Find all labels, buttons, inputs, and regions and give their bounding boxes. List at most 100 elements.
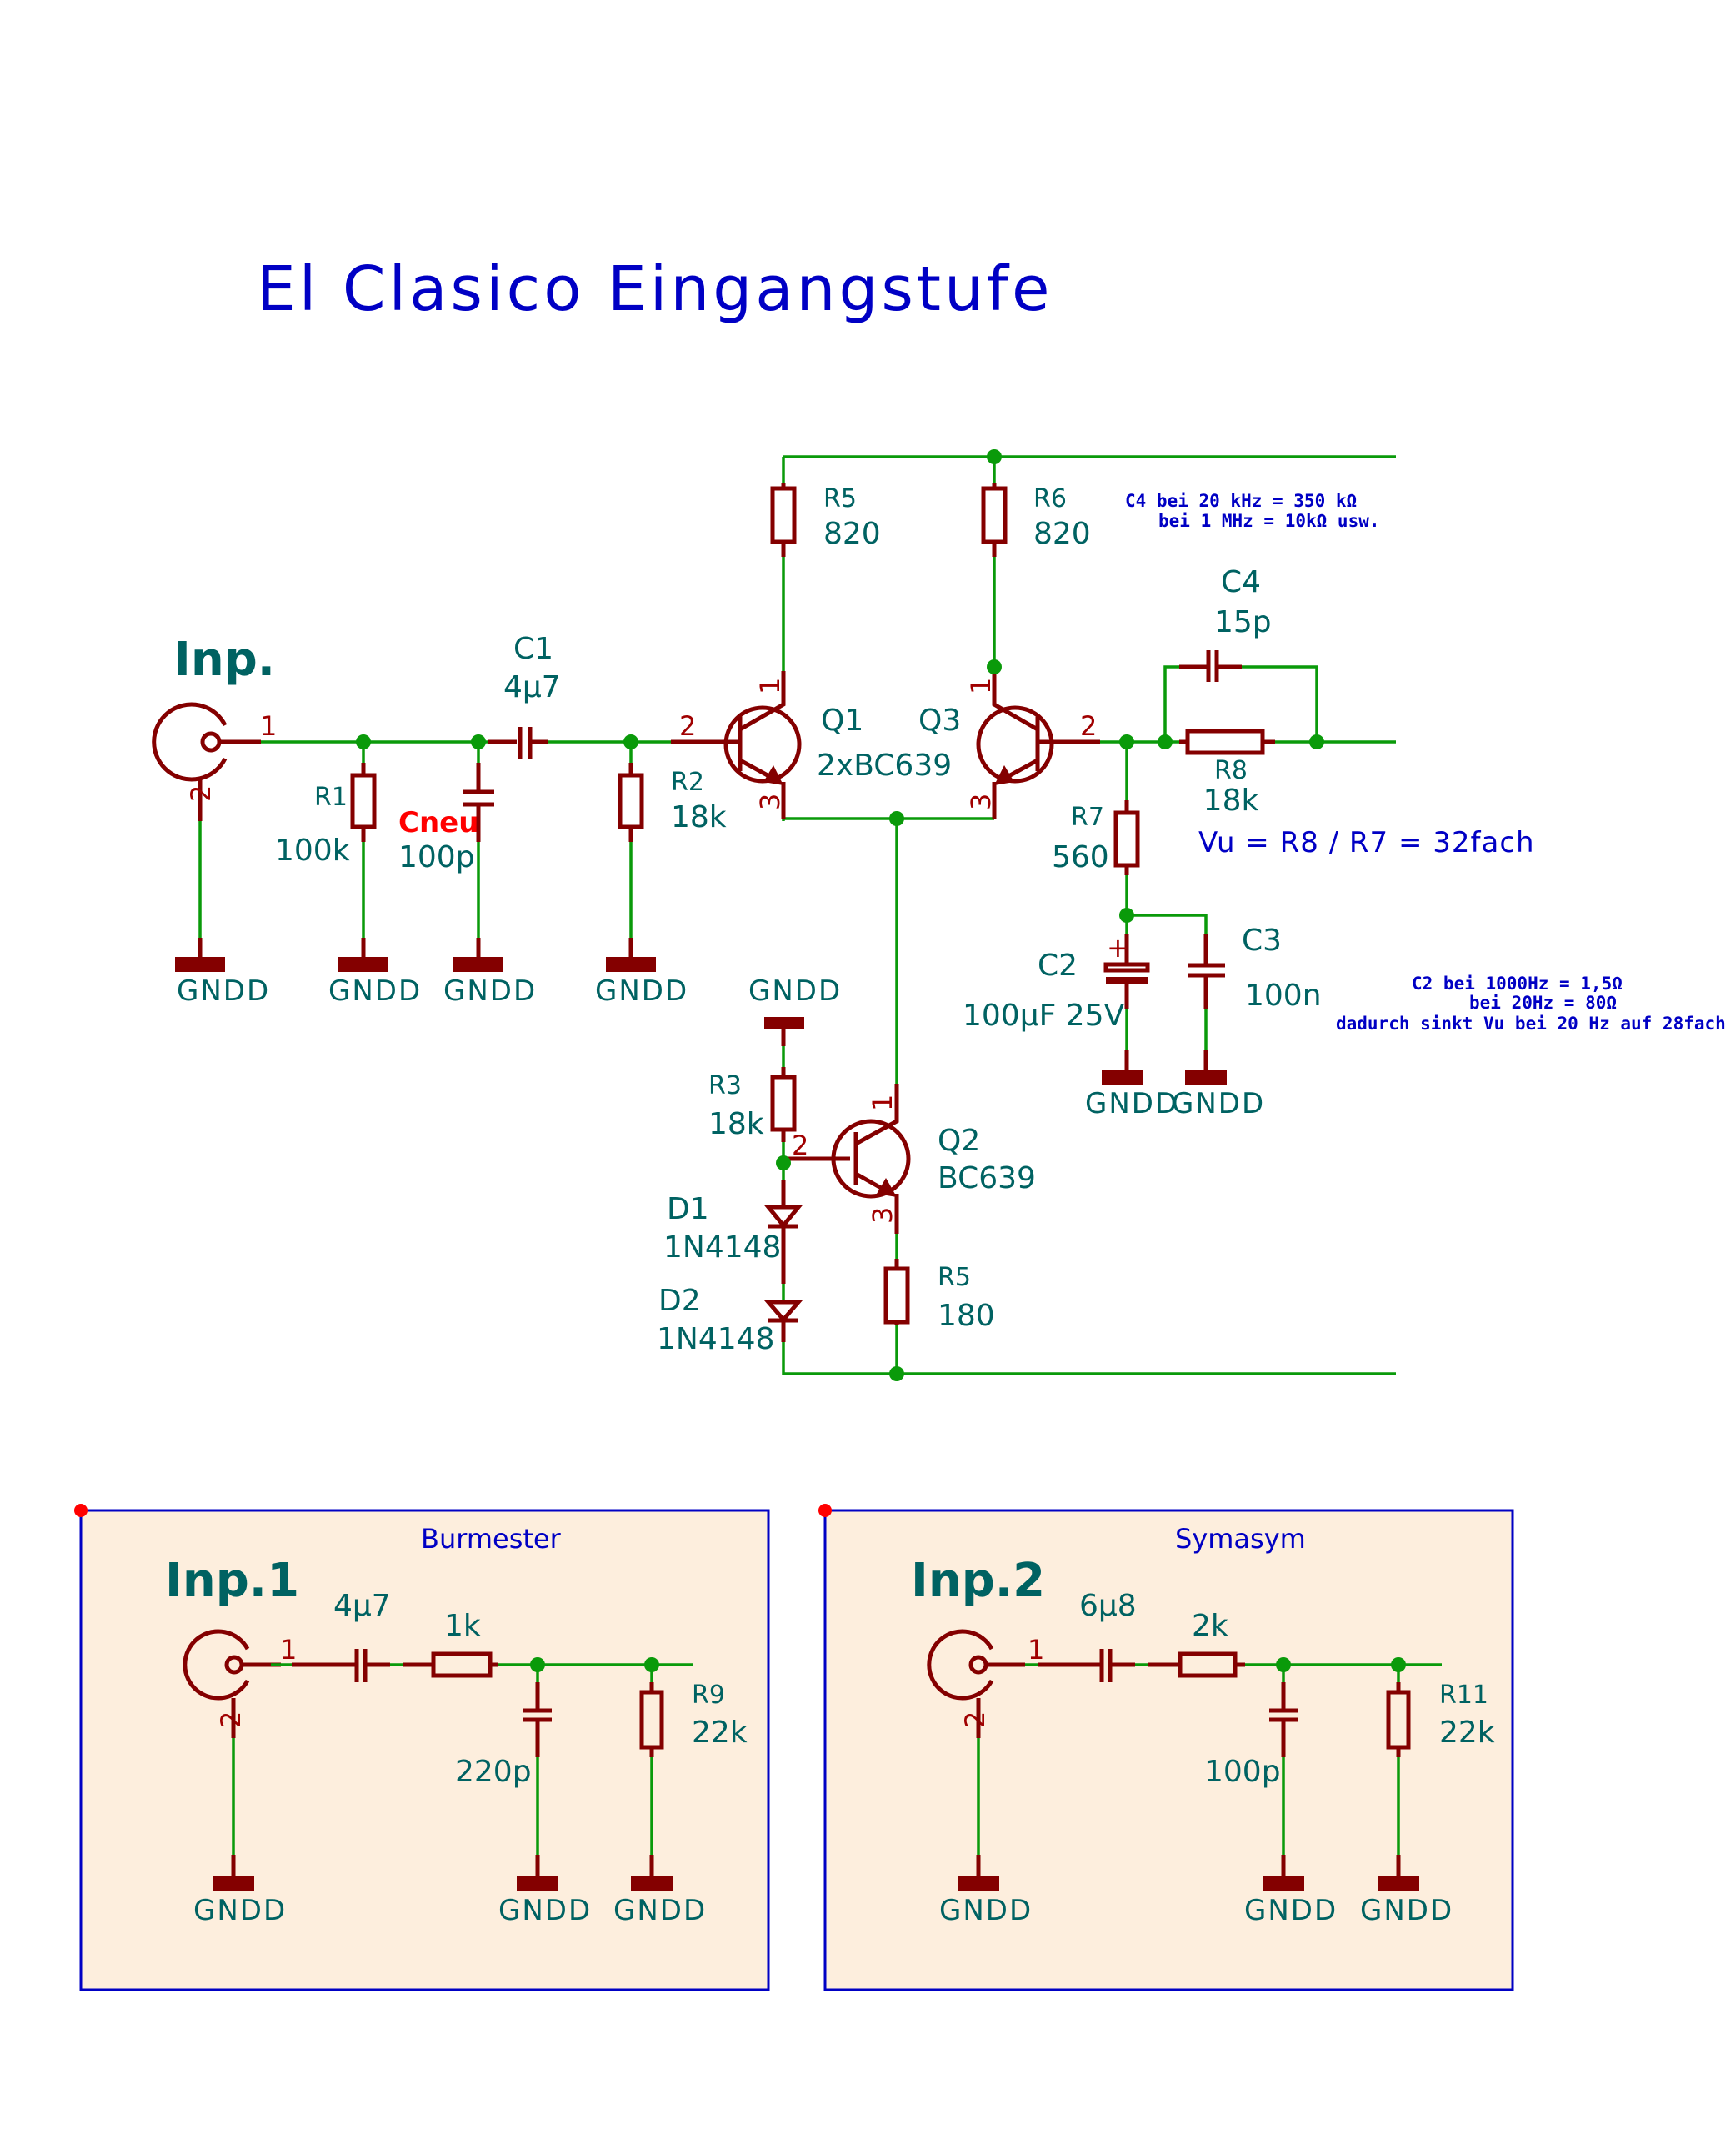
junction-dot <box>1158 734 1173 749</box>
ground-label: GNDD <box>498 1894 592 1927</box>
component-value: 2k <box>1192 1609 1228 1643</box>
polarity-mark: + <box>1107 932 1129 964</box>
ground-label: GNDD <box>328 974 422 1008</box>
resistor-icon <box>639 1690 664 1750</box>
capacitor-C1: C1 4µ7 <box>488 632 561 759</box>
ground-label: GNDD <box>613 1894 707 1927</box>
component-ref: R5 <box>823 484 857 513</box>
pin-number: 3 <box>965 794 997 810</box>
component-ref: R9 <box>692 1681 725 1710</box>
ground-icon <box>1378 1876 1419 1891</box>
connector-label: Inp. <box>173 633 275 687</box>
capacitor-icon <box>463 789 494 807</box>
connector-shield-icon <box>152 702 228 782</box>
connector-label: Inp.1 <box>165 1554 299 1608</box>
resistor-R6: R6 820 <box>981 483 1091 557</box>
capacitor-plate <box>1106 977 1148 984</box>
pin-number: 3 <box>754 794 786 810</box>
junction-dot <box>889 1366 904 1381</box>
note-c4-line2: bei 1 MHz = 10kΩ usw. <box>1158 511 1380 531</box>
pin-number: 1 <box>754 678 786 694</box>
ground-icon <box>1263 1876 1304 1891</box>
resistor-R5-top: R5 820 <box>770 483 881 557</box>
ground-label: GNDD <box>177 974 270 1008</box>
ground-icon <box>175 957 225 972</box>
junction-dot <box>1119 908 1134 923</box>
junctions <box>356 449 1324 1381</box>
junction-dot <box>776 1155 791 1170</box>
pin-number: 3 <box>867 1207 898 1224</box>
diode-icon <box>763 1205 803 1229</box>
note-c2-line1: C2 bei 1000Hz = 1,5Ω <box>1412 974 1623 994</box>
component-ref: R3 <box>708 1071 742 1100</box>
ground-icon <box>1102 1070 1143 1085</box>
pin-number: 1 <box>260 710 277 742</box>
note-c2-line2: bei 20Hz = 80Ω <box>1469 993 1617 1013</box>
resistor-icon <box>1185 729 1265 755</box>
polarized-capacitor-icon <box>1103 962 1150 973</box>
component-value: 22k <box>692 1716 748 1750</box>
component-ref: C1 <box>513 632 553 666</box>
component-ref: R11 <box>1439 1681 1488 1710</box>
diode-D2: D2 1N4148 <box>657 1284 803 1356</box>
component-ref: R6 <box>1033 484 1067 513</box>
resistor-icon <box>770 486 797 544</box>
resistor-icon <box>981 486 1008 544</box>
component-ref: Q2 <box>938 1124 980 1158</box>
sheet-anchor-icon <box>818 1504 832 1517</box>
component-value: 220p <box>455 1755 532 1789</box>
component-value: 4µ7 <box>333 1589 391 1623</box>
junction-dot <box>889 811 904 826</box>
junction-dot <box>987 449 1002 464</box>
component-value: 180 <box>938 1299 995 1333</box>
sheet-burmester[interactable]: Burmester Inp.1 1 2 4µ7 1k 220p R9 22k <box>74 1504 770 1991</box>
capacitor-C4: C4 15p <box>1179 565 1272 682</box>
component-ref: R8 <box>1214 756 1248 785</box>
resistor-icon <box>1386 1690 1411 1750</box>
ground-icon <box>517 1876 558 1891</box>
ground-label: GNDD <box>1172 1087 1265 1120</box>
sheet-symasym[interactable]: Symasym Inp.2 1 2 6µ8 2k 100p R11 22k GN… <box>818 1504 1514 1991</box>
transistor-Q3: 2 1 3 Q3 <box>918 667 1100 819</box>
note-c4-line1: C4 bei 20 kHz = 350 kΩ <box>1125 491 1357 511</box>
component-value: 15p <box>1214 605 1272 639</box>
resistor-R1: R1 100k <box>275 763 377 868</box>
component-value: 18k <box>671 800 727 834</box>
junction-dot <box>644 1657 659 1672</box>
bottom-rail-wire <box>782 1342 1396 1375</box>
pin-number: 1 <box>867 1095 898 1111</box>
resistor-icon <box>618 773 644 829</box>
component-ref: D1 <box>667 1192 709 1226</box>
component-ref: R1 <box>314 783 348 812</box>
ground-icon <box>338 957 388 972</box>
component-ref: Q1 <box>821 704 863 738</box>
ground-label: GNDD <box>748 974 842 1008</box>
ground-label: GNDD <box>939 1894 1033 1927</box>
component-value: 18k <box>1203 784 1259 818</box>
pin-number: 1 <box>965 678 997 694</box>
transistor-Q1: 2 1 3 Q1 2xBC639 <box>671 671 952 819</box>
ground-label: GNDD <box>1244 1894 1338 1927</box>
schematic-title: El Clasico Eingangstufe <box>257 253 1053 325</box>
resistor-R5-bottom: R5 180 <box>883 1259 995 1333</box>
component-value: 100n <box>1245 979 1322 1013</box>
component-value: 22k <box>1439 1716 1495 1750</box>
ground-icon <box>606 957 656 972</box>
sheet-name: Symasym <box>1175 1523 1306 1555</box>
connector-label: Inp.2 <box>911 1554 1045 1608</box>
component-value: 100k <box>275 834 350 868</box>
component-ref-highlight: Cneu <box>398 806 478 839</box>
note-gain: Vu = R8 / R7 = 32fach <box>1198 826 1535 859</box>
capacitor-icon <box>1269 1708 1298 1722</box>
sheet-name: Burmester <box>421 1523 562 1555</box>
ground-label: GNDD <box>595 974 688 1008</box>
junction-dot <box>987 659 1002 674</box>
capacitor-icon <box>354 1649 368 1682</box>
ground-icon <box>764 1017 804 1029</box>
diode-icon <box>763 1300 803 1323</box>
component-value: 100µF 25V <box>963 999 1125 1033</box>
resistor-icon <box>431 1651 493 1678</box>
input-connector: Inp. 1 2 <box>152 633 277 821</box>
npn-transistor-icon <box>723 705 802 784</box>
